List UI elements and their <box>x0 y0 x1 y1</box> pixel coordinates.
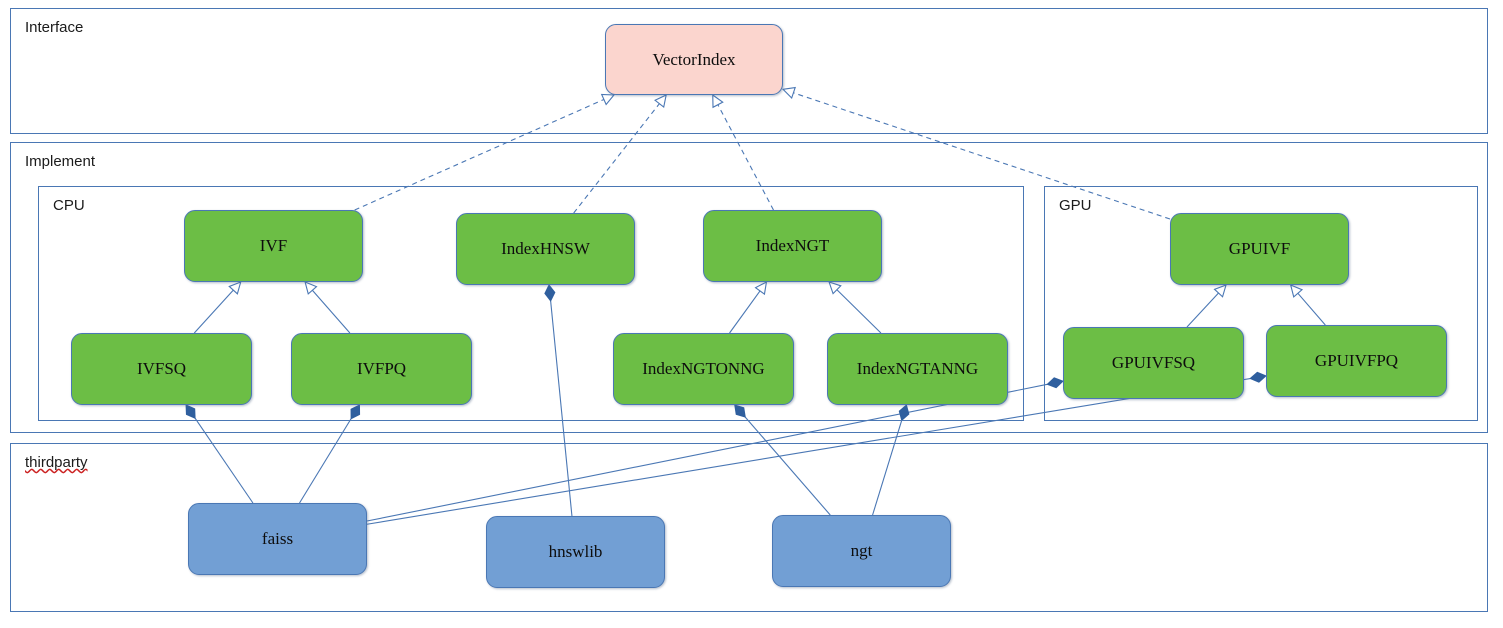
node-indexngt[interactable]: IndexNGT <box>703 210 882 282</box>
node-indexngtonng[interactable]: IndexNGTONNG <box>613 333 794 405</box>
group-implement <box>10 142 1488 433</box>
group-cpu <box>38 186 1024 421</box>
group-label-cpu: CPU <box>53 197 85 214</box>
node-label-gpuivf: GPUIVF <box>1228 239 1291 258</box>
node-label-ivf: IVF <box>259 236 288 255</box>
node-label-gpuivfpq: GPUIVFPQ <box>1314 351 1399 370</box>
group-thirdparty <box>10 443 1488 612</box>
node-label-indexngtonng: IndexNGTONNG <box>642 359 765 378</box>
node-label-ivfsq: IVFSQ <box>136 359 187 378</box>
node-label-gpuivfsq: GPUIVFSQ <box>1111 353 1196 372</box>
node-ivfpq[interactable]: IVFPQ <box>291 333 472 405</box>
node-gpuivfsq[interactable]: GPUIVFSQ <box>1063 327 1244 399</box>
node-label-faiss: faiss <box>261 529 294 548</box>
node-vectorindex[interactable]: VectorIndex <box>605 24 783 95</box>
group-label-gpu: GPU <box>1059 197 1092 214</box>
node-gpuivfpq[interactable]: GPUIVFPQ <box>1266 325 1447 397</box>
group-label-interface: Interface <box>25 19 84 36</box>
node-indexhnsw[interactable]: IndexHNSW <box>456 213 635 285</box>
node-hnswlib[interactable]: hnswlib <box>486 516 665 588</box>
node-ngt[interactable]: ngt <box>772 515 951 587</box>
node-ivf[interactable]: IVF <box>184 210 363 282</box>
node-label-indexhnsw: IndexHNSW <box>501 239 590 258</box>
node-label-hnswlib: hnswlib <box>548 542 603 561</box>
node-label-indexngtanng: IndexNGTANNG <box>856 359 979 378</box>
node-label-indexngt: IndexNGT <box>755 236 830 255</box>
group-interface <box>10 8 1488 134</box>
node-faiss[interactable]: faiss <box>188 503 367 575</box>
node-label-ivfpq: IVFPQ <box>356 359 407 378</box>
node-label-vectorindex: VectorIndex <box>652 49 736 69</box>
node-indexngtanng[interactable]: IndexNGTANNG <box>827 333 1008 405</box>
group-gpu <box>1044 186 1478 421</box>
group-label-thirdparty: thirdparty <box>25 454 88 471</box>
node-label-ngt: ngt <box>850 541 873 560</box>
group-label-implement: Implement <box>25 153 96 170</box>
node-ivfsq[interactable]: IVFSQ <box>71 333 252 405</box>
node-gpuivf[interactable]: GPUIVF <box>1170 213 1349 285</box>
